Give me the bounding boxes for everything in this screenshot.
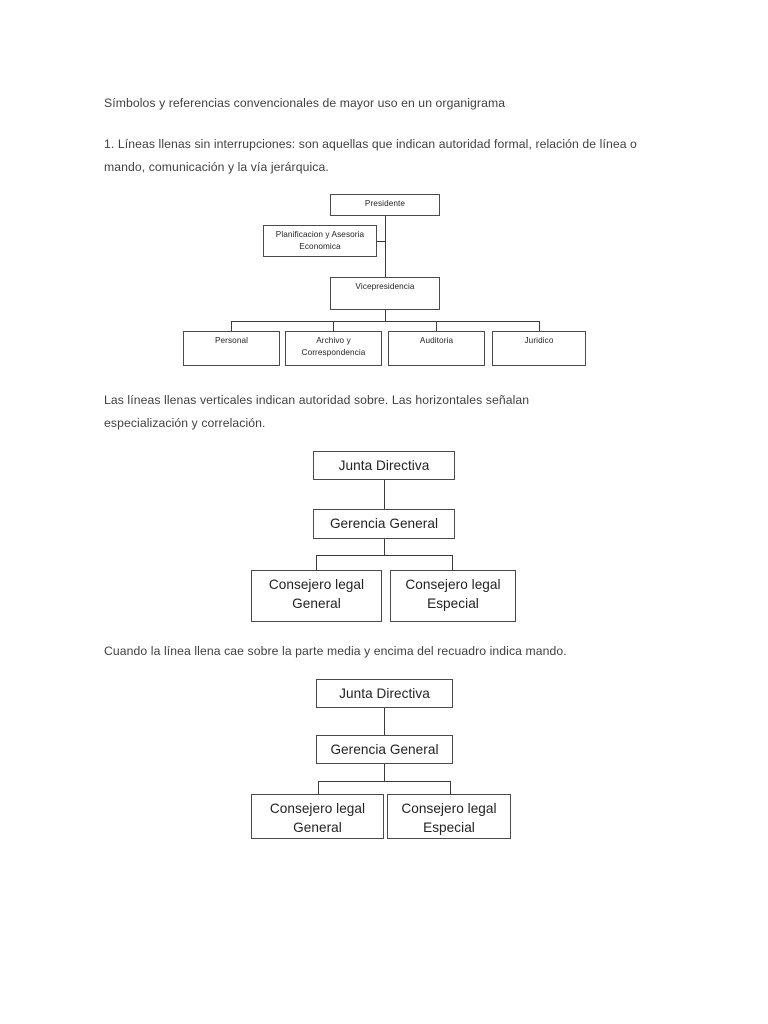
paragraph-parte-media: Cuando la línea llena cae sobre la parte… [104, 644, 567, 658]
org-node-label: Planificacion y Asesoria Economica [275, 230, 365, 251]
connector-planificacion-stub-vertical [385, 234, 386, 249]
org-node-junta-directiva: Junta Directiva [313, 451, 455, 480]
org-node-personal: Personal [183, 331, 280, 366]
connector-riser-auditoria [436, 321, 437, 331]
org-node-junta-directiva: Junta Directiva [316, 679, 453, 708]
connector-bus-row [318, 781, 451, 782]
org-node-juridico: Juridico [492, 331, 586, 366]
org-node-label: Consejero legal General [269, 801, 366, 835]
connector-riser-juridico [539, 321, 540, 331]
org-node-consejero-legal-general: Consejero legal General [251, 570, 382, 622]
connector-junta-gerencia [384, 480, 385, 509]
connector-riser-consejero-general [318, 781, 319, 794]
org-node-consejero-legal-especial: Consejero legal Especial [387, 794, 511, 839]
org-node-label: Gerencia General [329, 516, 439, 531]
org-node-label: Junta Directiva [338, 458, 430, 473]
org-node-consejero-legal-especial: Consejero legal Especial [390, 570, 516, 622]
org-node-auditoria: Auditoria [388, 331, 485, 366]
org-node-label: Consejero legal Especial [401, 801, 497, 835]
org-node-label: Consejero legal Especial [405, 577, 501, 611]
org-node-consejero-legal-general: Consejero legal General [251, 794, 384, 839]
org-node-gerencia-general: Gerencia General [316, 735, 453, 764]
org-node-label: Auditoria [419, 336, 454, 345]
connector-gerencia-drop [384, 764, 385, 781]
connector-riser-archivo [333, 321, 334, 331]
org-node-archivo-correspondencia: Archivo y Correspondencia [285, 331, 382, 366]
connector-junta-gerencia [384, 708, 385, 735]
org-node-label: Juridico [524, 336, 554, 345]
org-node-label: Gerencia General [330, 742, 439, 757]
org-node-label: Personal [214, 336, 249, 345]
connector-riser-consejero-especial [452, 555, 453, 570]
org-node-label: Consejero legal General [268, 577, 365, 611]
connector-riser-consejero-general [316, 555, 317, 570]
org-node-label: Junta Directiva [339, 686, 430, 701]
paragraph-verticales-horizontales: Las líneas llenas verticales indican aut… [104, 393, 530, 430]
paragraph-intro: Símbolos y referencias convencionales de… [104, 96, 506, 110]
org-node-presidente: Presidente [330, 194, 440, 216]
org-node-vicepresidencia: Vicepresidencia [330, 277, 440, 310]
connector-bus-row [316, 555, 453, 556]
connector-vicepresidencia-drop [385, 310, 386, 321]
paragraph-lineas-llenas: 1. Líneas llenas sin interrupciones: son… [104, 137, 637, 174]
connector-riser-personal [231, 321, 232, 331]
connector-gerencia-drop [384, 539, 385, 555]
connector-planificacion-stub [377, 241, 386, 242]
org-node-label: Presidente [364, 199, 406, 208]
org-node-label: Archivo y Correspondencia [301, 336, 366, 357]
org-node-label: Vicepresidencia [355, 282, 415, 291]
connector-riser-consejero-especial [450, 781, 451, 794]
connector-bus-row [231, 321, 539, 322]
org-node-planificacion: Planificacion y Asesoria Economica [263, 225, 377, 257]
org-node-gerencia-general: Gerencia General [313, 509, 455, 539]
